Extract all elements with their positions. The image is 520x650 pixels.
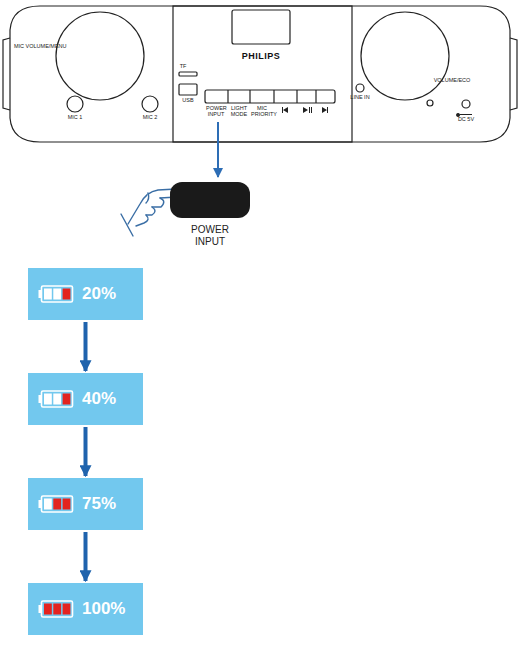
battery-segment	[63, 394, 71, 405]
battery-icon	[38, 390, 74, 408]
control-label: VOLUME/ECO	[432, 78, 472, 84]
device-housing	[249, 90, 250, 103]
battery-segment	[63, 289, 71, 300]
battery-icon	[38, 285, 74, 303]
charge-percent: 100%	[82, 599, 125, 619]
control-label: DC 5V	[455, 117, 477, 123]
control-label: POWER INPUT	[206, 106, 226, 118]
device-housing	[10, 6, 510, 142]
control-label: USB	[178, 98, 198, 104]
device-housing	[273, 90, 274, 103]
pointer-arrow	[217, 122, 219, 177]
battery-level-box: 20%	[28, 268, 143, 320]
device-housing	[56, 12, 144, 100]
hand-icon	[152, 198, 164, 207]
power-button: POWER INPUT	[170, 182, 250, 218]
control-label: TF	[175, 64, 191, 70]
battery-outline	[42, 601, 73, 617]
device-housing	[179, 72, 197, 76]
battery-level-box: 40%	[28, 373, 143, 425]
device-housing	[361, 12, 449, 100]
device-housing	[67, 96, 83, 112]
device-housing	[3, 38, 10, 110]
flow-arrow	[84, 322, 88, 371]
device-housing	[173, 6, 352, 142]
control-label: MIC 2	[135, 115, 165, 121]
control-label: MIC PRIORITY	[251, 106, 273, 118]
charge-percent: 20%	[82, 284, 116, 304]
battery-segment	[53, 289, 61, 300]
device-housing	[427, 100, 433, 106]
battery-segment	[44, 394, 52, 405]
battery-outline	[42, 391, 73, 407]
device-housing	[142, 96, 158, 112]
battery-outline	[42, 286, 73, 302]
battery-segment	[53, 604, 61, 615]
transport-symbols	[282, 107, 288, 113]
transport-symbols	[322, 107, 328, 113]
control-label: MIC 1	[60, 115, 90, 121]
battery-segment	[63, 499, 71, 510]
device-housing	[179, 84, 197, 95]
charge-percent: 75%	[82, 494, 116, 514]
battery-outline	[42, 496, 73, 512]
flow-arrow	[84, 532, 88, 581]
battery-icon	[38, 600, 74, 618]
device-housing	[296, 90, 297, 103]
hand-icon	[146, 207, 155, 215]
device-housing	[510, 38, 517, 110]
device-housing	[3, 6, 517, 142]
brand-name: PHILIPS	[231, 52, 291, 61]
device-housing	[227, 90, 228, 103]
battery-segment	[63, 604, 71, 615]
button-caption: POWER INPUT	[184, 224, 236, 247]
device-housing	[232, 10, 290, 44]
hand-icon	[121, 214, 133, 236]
hand-icon	[146, 193, 149, 203]
battery-level-box: 75%	[28, 478, 143, 530]
battery-icon	[38, 495, 74, 513]
transport-symbols	[303, 107, 312, 113]
control-label: LIGHT MODE	[229, 106, 249, 118]
control-label: MIC VOLUME/MENU	[14, 44, 74, 50]
transport-symbols	[282, 107, 472, 117]
battery-segment	[44, 604, 52, 615]
battery-segment	[53, 499, 61, 510]
control-label: LINE IN	[347, 95, 373, 101]
battery-segment	[53, 394, 61, 405]
pointer-arrow	[218, 122, 219, 177]
flow-arrow	[84, 427, 88, 476]
battery-level-box: 100%	[28, 583, 143, 635]
hand-icon	[136, 215, 148, 226]
device-housing	[462, 100, 470, 108]
device-housing	[205, 90, 335, 103]
battery-segment	[44, 499, 52, 510]
device-housing	[315, 90, 316, 103]
battery-segment	[44, 289, 52, 300]
charge-percent: 40%	[82, 389, 116, 409]
device-housing	[356, 84, 364, 92]
